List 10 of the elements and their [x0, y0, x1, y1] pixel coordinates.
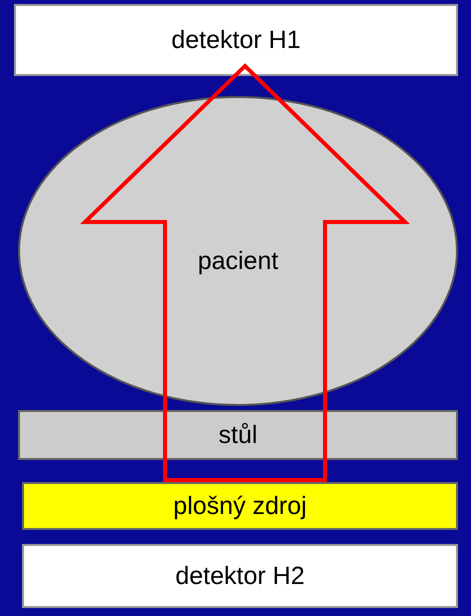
node-label: detektor H1: [171, 26, 301, 54]
detector-box: [22, 544, 458, 608]
node-label: pacient: [198, 246, 278, 276]
node-label: plošný zdroj: [173, 492, 307, 520]
source-bar: [22, 482, 458, 530]
node-label: detektor H2: [175, 562, 305, 590]
block-arrow: [80, 63, 410, 482]
node-label: stůl: [218, 420, 258, 450]
table-bar: [18, 410, 458, 460]
detector-box: [14, 4, 458, 76]
